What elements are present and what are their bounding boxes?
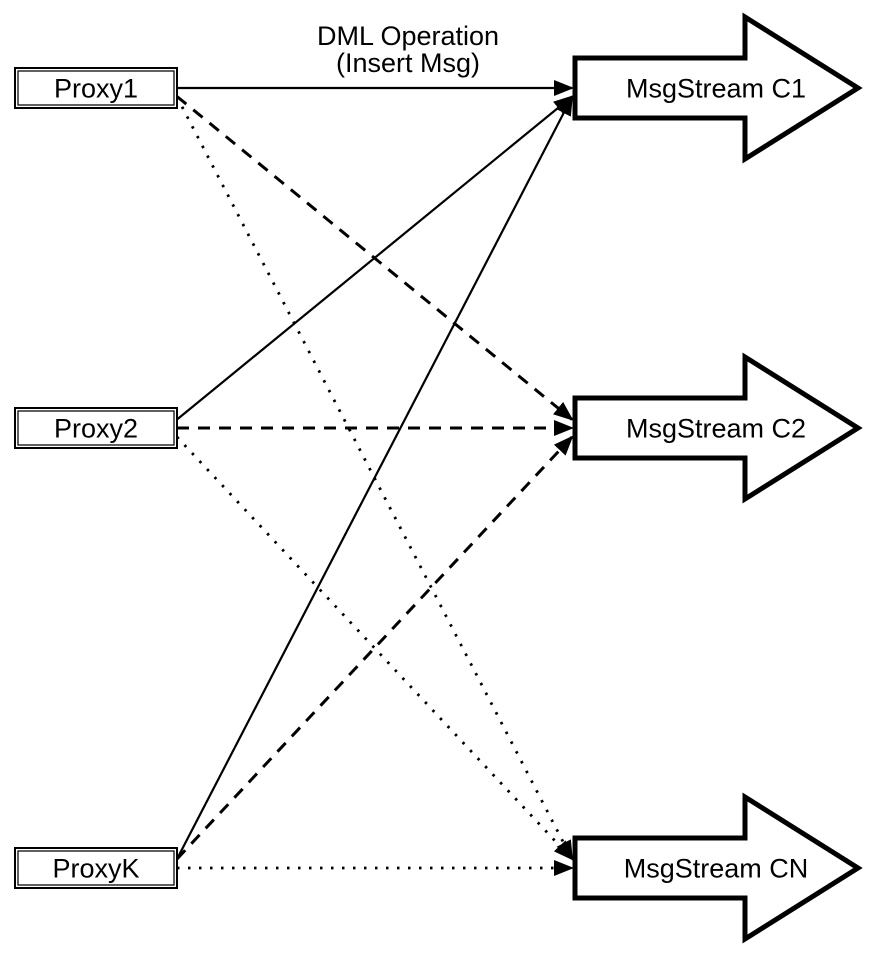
stream-cn-block-arrow <box>572 792 863 944</box>
proxy2-node: Proxy2 <box>14 407 178 449</box>
edge-annotation-line1: DML Operation <box>317 21 499 51</box>
proxy2-box <box>14 407 178 449</box>
stream-c2-block-arrow <box>572 352 863 504</box>
proxy1-node: Proxy1 <box>14 67 178 109</box>
proxyk-label: ProxyK <box>52 854 139 884</box>
proxyk-node: ProxyK <box>14 847 178 889</box>
proxy2-label: Proxy2 <box>54 414 138 444</box>
proxy2-box-inner-border <box>17 410 175 446</box>
edge-annotation: DML Operation (Insert Msg) <box>317 21 499 78</box>
stream-c1-label: MsgStream C1 <box>626 74 806 104</box>
stream-cn-label: MsgStream CN <box>624 854 809 884</box>
proxy1-label: Proxy1 <box>54 74 138 104</box>
edge-annotation-line2: (Insert Msg) <box>336 48 480 78</box>
stream-c2-label: MsgStream C2 <box>626 414 806 444</box>
edge-proxy1-cn <box>175 96 574 861</box>
proxy1-box-inner-border <box>17 70 175 106</box>
edges-layer <box>175 80 574 876</box>
proxyk-box <box>14 847 178 889</box>
proxy1-box <box>14 67 178 109</box>
edge-proxyk-c2 <box>175 435 574 861</box>
stream-cn-node: MsgStream CN <box>572 792 863 944</box>
stream-c2-node: MsgStream C2 <box>572 352 863 504</box>
proxyk-box-inner-border <box>17 850 175 886</box>
stream-c1-block-arrow <box>572 12 863 164</box>
stream-c1-node: MsgStream C1 <box>572 12 863 164</box>
edge-proxy1-c2 <box>176 95 574 421</box>
